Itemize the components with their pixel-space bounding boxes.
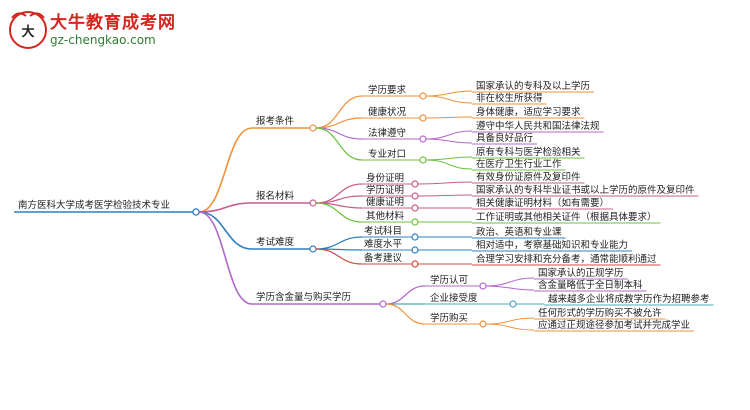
child-label: 身份证明 [366, 172, 404, 184]
child-label: 学历购买 [430, 312, 468, 324]
leaf-connector [425, 116, 473, 119]
leaf-label: 应通过正规途径参加考试并完成学业 [538, 319, 690, 331]
branch-connector [198, 211, 253, 305]
child-connector [385, 285, 426, 305]
child-label: 学历认可 [430, 274, 468, 286]
leaf-label: 遵守中华人民共和国法律法规 [476, 120, 600, 132]
leaf-label: 国家承认的正规学历 [538, 267, 624, 279]
leaf-label: 身体健康，适应学习要求 [476, 106, 581, 118]
child-connector [315, 248, 363, 265]
leaf-connector [485, 285, 535, 291]
child-label: 学历要求 [368, 84, 407, 96]
branch-node-dot [309, 199, 317, 207]
child-label: 难度水平 [364, 238, 403, 250]
leaf-label: 工作证明或其他相关证件（根据具体要求） [476, 211, 657, 223]
child-node-dot [479, 320, 487, 328]
leaf-label: 合理学习安排和充分备考，通常能顺利通过 [476, 253, 657, 265]
child-node-dot [411, 218, 419, 226]
branch-node-dot [379, 300, 387, 308]
leaf-connector [425, 159, 473, 170]
child-label: 专业对口 [368, 148, 406, 160]
leaf-connector [485, 317, 535, 325]
child-label: 学历证明 [366, 184, 404, 196]
leaf-label: 含金量略低于全日制本科 [538, 279, 643, 291]
child-connector [315, 236, 363, 250]
site-logo[interactable]: 大 大牛教育成考网 gz-chengkao.com [8, 8, 178, 54]
child-node-dot [419, 92, 427, 100]
child-connector [385, 303, 426, 325]
root-node-dot [192, 208, 200, 216]
leaf-connector [425, 95, 473, 104]
branch-node-dot [309, 245, 317, 253]
leaf-connector [425, 90, 473, 97]
child-connector [315, 127, 363, 161]
branch-connector [198, 211, 253, 250]
child-label: 备考建议 [364, 252, 403, 264]
leaf-connector [425, 138, 473, 144]
child-node-dot [419, 135, 427, 143]
leaf-connector [417, 194, 473, 197]
brand-url: gz-chengkao.com [50, 33, 156, 47]
child-label: 健康证明 [366, 196, 404, 208]
child-label: 法律遵守 [368, 127, 406, 139]
leaf-connector [417, 181, 473, 185]
child-node-dot [411, 180, 419, 188]
child-node-dot [419, 114, 427, 122]
branch-label: 考试难度 [256, 236, 295, 248]
leaf-connector [425, 156, 473, 161]
child-node-dot [479, 282, 487, 290]
brand-title: 大牛教育成考网 [50, 13, 176, 33]
leaf-label: 任何形式的学历购买不被允许 [538, 307, 662, 319]
child-node-dot [411, 204, 419, 212]
branch-connector [198, 127, 253, 213]
leaf-label: 相关健康证明材料（如有需要） [476, 197, 609, 209]
leaf-label: 有效身份证原件及复印件 [476, 171, 581, 183]
leaf-label: 相对适中，考察基础知识和专业能力 [476, 239, 628, 251]
leaf-connector [485, 323, 535, 331]
leaf-label: 非在校生所获得 [476, 92, 543, 104]
root-topic: 南方医科大学成考医学检验技术专业 [18, 199, 170, 211]
leaf-label: 国家承认的专科毕业证书或以上学历的原件及复印件 [476, 184, 695, 196]
child-label: 健康状况 [368, 106, 407, 118]
branch-label: 报名材料 [256, 190, 295, 202]
leaf-label: 越来越多企业将成教学历作为招聘参考 [548, 293, 710, 305]
child-node-dot [411, 192, 419, 200]
leaf-connector [425, 130, 473, 140]
child-label: 考试科目 [364, 225, 402, 237]
child-label: 其他材料 [366, 210, 405, 222]
leaf-label: 政治、英语和专业课 [476, 226, 562, 238]
child-connector [315, 202, 363, 223]
child-node-dot [411, 246, 419, 254]
child-node-dot [509, 300, 517, 308]
branch-connector [198, 202, 253, 213]
branch-label: 学历含金量与购买学历 [256, 291, 351, 303]
child-connector [315, 183, 363, 204]
branch-node-dot [309, 124, 317, 132]
bull-logo-icon: 大 [9, 11, 47, 49]
leaf-label: 具备良好品行 [476, 132, 534, 144]
child-label: 企业接受度 [430, 292, 478, 304]
branch-label: 报考条件 [256, 115, 295, 127]
leaf-label: 在医疗卫生行业工作 [476, 158, 562, 170]
child-node-dot [411, 233, 419, 241]
svg-text:大: 大 [21, 24, 34, 40]
leaf-connector [485, 277, 535, 287]
child-node-dot [419, 156, 427, 164]
leaf-label: 原有专科与医学检验相关 [476, 146, 581, 158]
child-node-dot [411, 260, 419, 268]
leaf-label: 国家承认的专科及以上学历 [476, 80, 590, 92]
